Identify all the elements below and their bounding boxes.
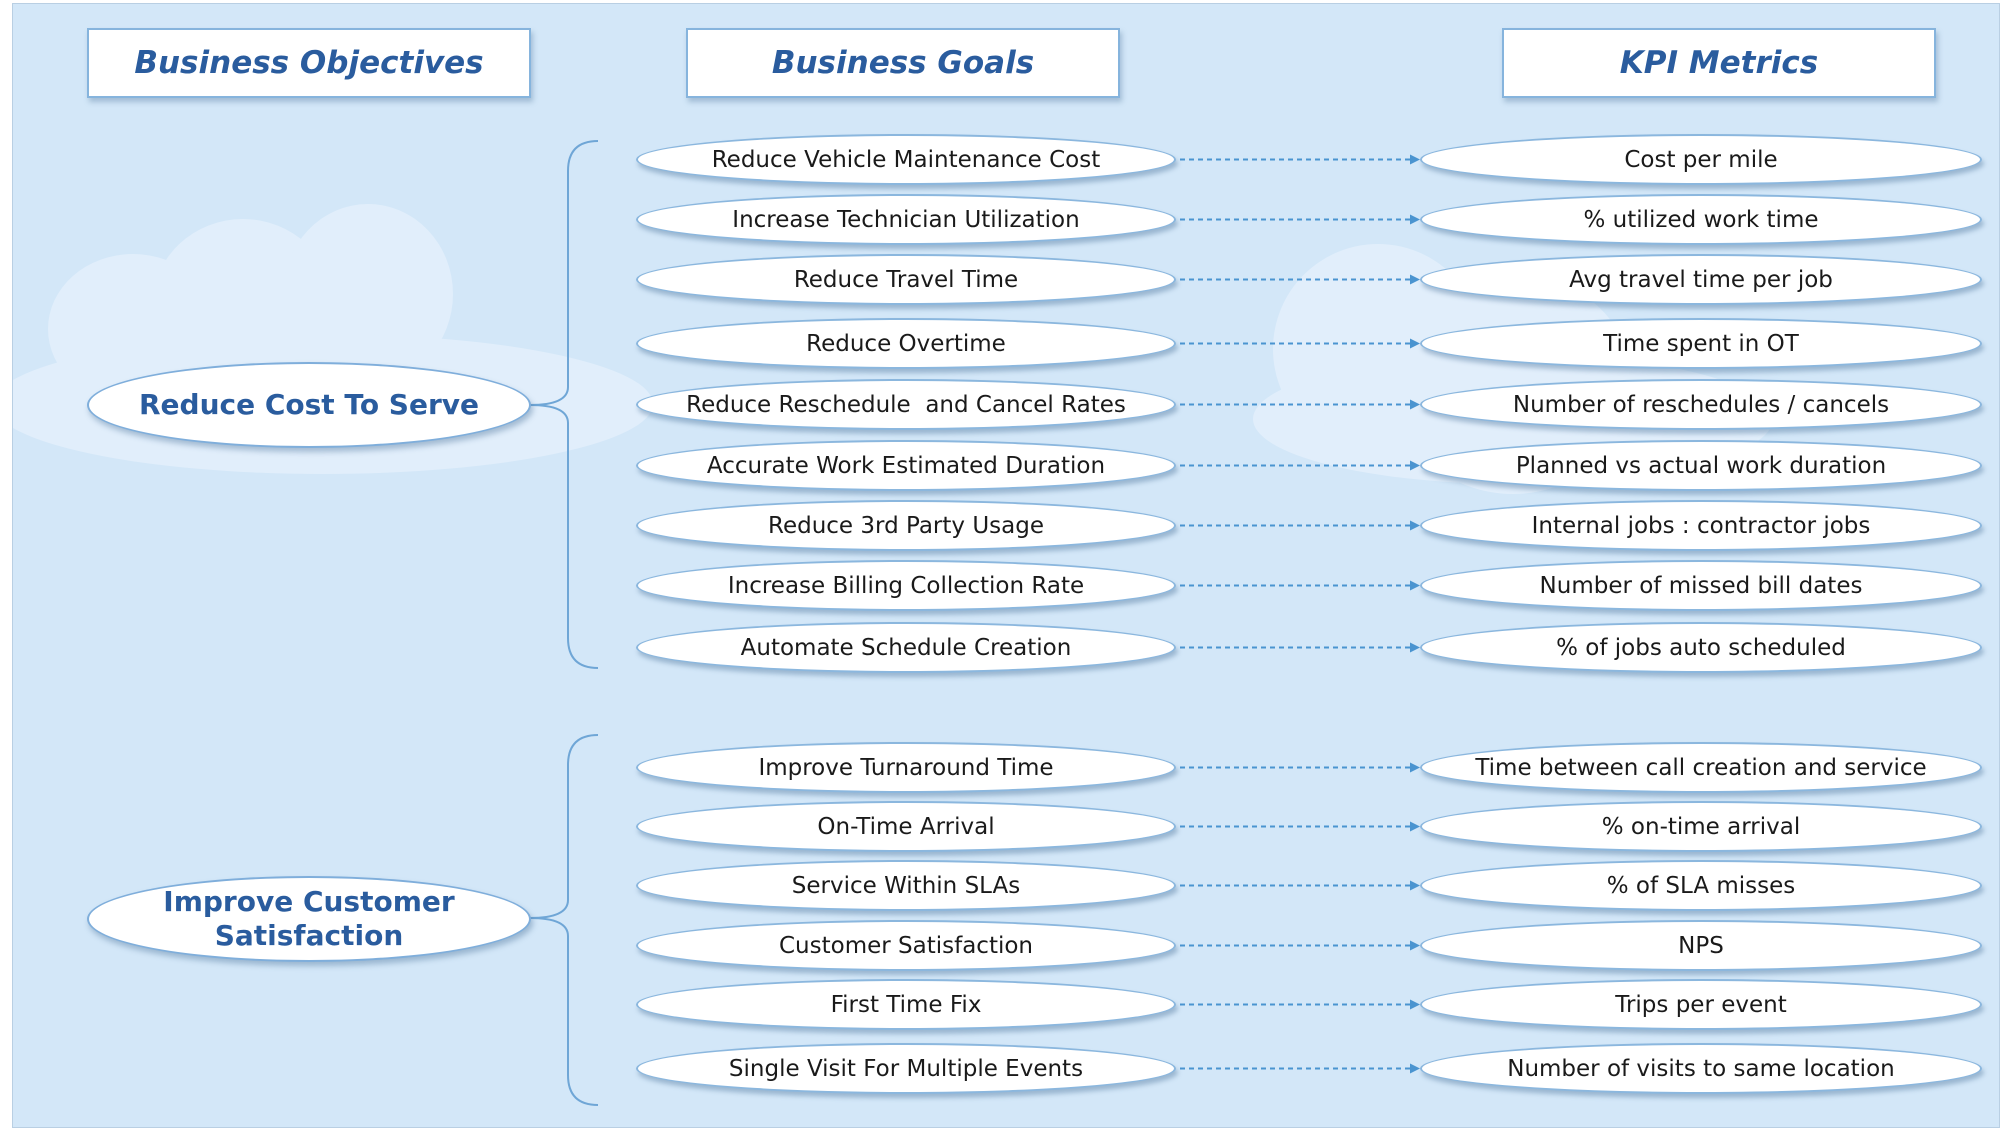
goal-pill: Increase Technician Utilization — [636, 194, 1176, 245]
kpi-pill: Number of missed bill dates — [1420, 560, 1982, 611]
goal-pill: Improve Turnaround Time — [636, 742, 1176, 793]
goal-pill: Customer Satisfaction — [636, 920, 1176, 971]
goal-pill: Increase Billing Collection Rate — [636, 560, 1176, 611]
goal-pill: Reduce Reschedule and Cancel Rates — [636, 379, 1176, 430]
goal-pill: Single Visit For Multiple Events — [636, 1043, 1176, 1094]
kpi-pill: Internal jobs : contractor jobs — [1420, 500, 1982, 551]
goal-pill: First Time Fix — [636, 979, 1176, 1030]
kpi-pill: % of SLA misses — [1420, 860, 1982, 911]
kpi-pill: % on-time arrival — [1420, 801, 1982, 852]
header-kpi-metrics: KPI Metrics — [1502, 28, 1936, 98]
goal-pill: On-Time Arrival — [636, 801, 1176, 852]
goal-pill: Automate Schedule Creation — [636, 622, 1176, 673]
goal-pill: Reduce Overtime — [636, 318, 1176, 369]
kpi-pill: % of jobs auto scheduled — [1420, 622, 1982, 673]
goal-pill: Reduce 3rd Party Usage — [636, 500, 1176, 551]
objective-improve-customer-satisfaction: Improve Customer Satisfaction — [87, 876, 531, 962]
goal-pill: Reduce Vehicle Maintenance Cost — [636, 134, 1176, 185]
kpi-pill: Trips per event — [1420, 979, 1982, 1030]
header-business-objectives: Business Objectives — [87, 28, 531, 98]
kpi-pill: Cost per mile — [1420, 134, 1982, 185]
kpi-pill: NPS — [1420, 920, 1982, 971]
group-bracket — [529, 140, 599, 669]
kpi-pill: Time spent in OT — [1420, 318, 1982, 369]
goal-pill: Service Within SLAs — [636, 860, 1176, 911]
kpi-pill: % utilized work time — [1420, 194, 1982, 245]
objective-reduce-cost-to-serve: Reduce Cost To Serve — [87, 362, 531, 448]
kpi-pill: Avg travel time per job — [1420, 254, 1982, 305]
header-business-goals: Business Goals — [686, 28, 1120, 98]
kpi-pill: Number of visits to same location — [1420, 1043, 1982, 1094]
kpi-pill: Time between call creation and service — [1420, 742, 1982, 793]
kpi-pill: Planned vs actual work duration — [1420, 440, 1982, 491]
kpi-pill: Number of reschedules / cancels — [1420, 379, 1982, 430]
group-bracket — [529, 734, 599, 1106]
goal-pill: Accurate Work Estimated Duration — [636, 440, 1176, 491]
goal-pill: Reduce Travel Time — [636, 254, 1176, 305]
